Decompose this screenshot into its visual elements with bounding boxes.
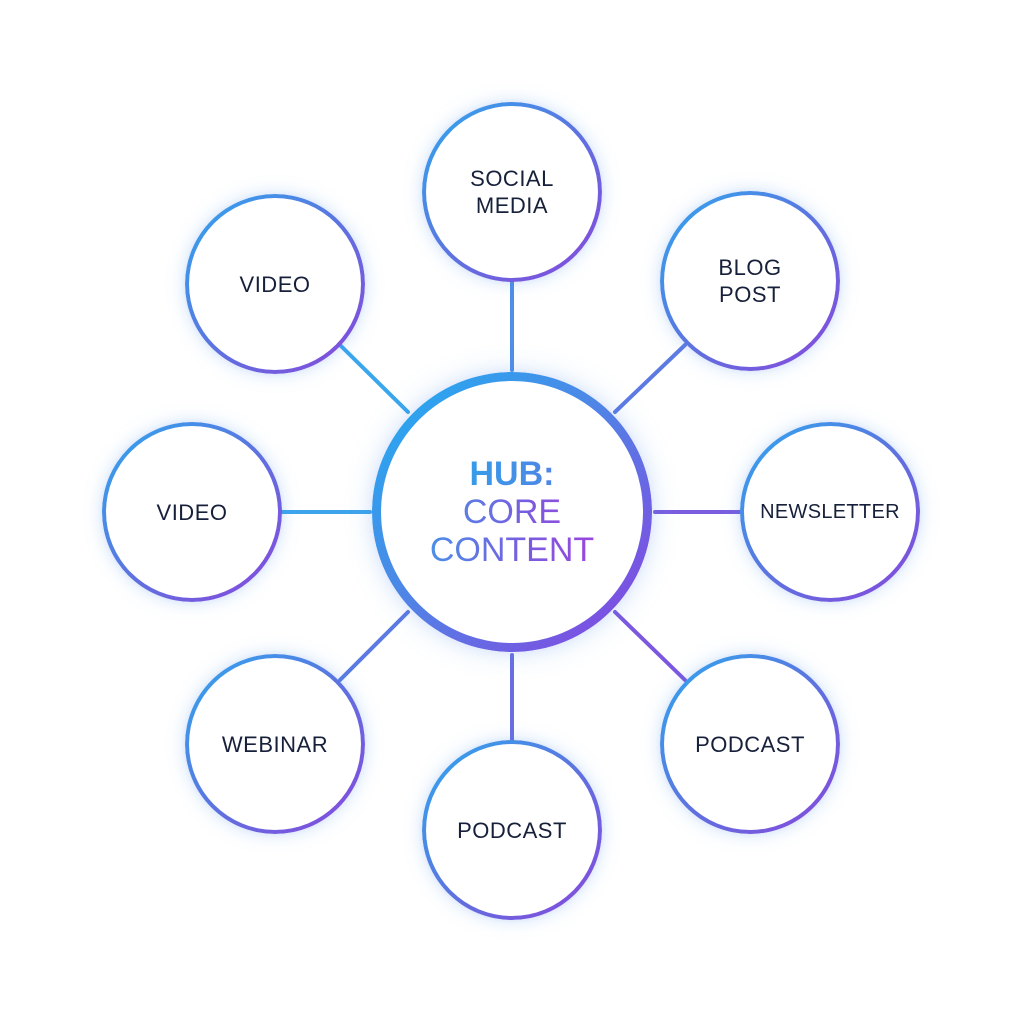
spoke-node-blog-post: BLOG POST xyxy=(664,195,836,367)
spoke-label: VIDEO xyxy=(156,499,228,525)
spoke-node-video-left: VIDEO xyxy=(106,426,278,598)
spoke-node-newsletter: NEWSLETTER xyxy=(744,426,916,598)
hub-subtitle: CORE CONTENT xyxy=(429,493,595,569)
spoke-node-video-top-left: VIDEO xyxy=(189,198,361,370)
connector-bottom-left xyxy=(338,610,410,682)
spoke-label: PODCAST xyxy=(457,817,567,843)
hub-node: HUB: CORE CONTENT xyxy=(381,381,643,643)
connector-top-left xyxy=(338,343,410,414)
connector-bottom-right xyxy=(613,610,687,682)
spoke-label: SOCIAL MEDIA xyxy=(470,166,554,218)
spoke-label: VIDEO xyxy=(239,271,311,297)
spoke-node-podcast-bottom: PODCAST xyxy=(426,744,598,916)
spoke-node-social-media: SOCIAL MEDIA xyxy=(426,106,598,278)
spoke-label: PODCAST xyxy=(695,731,805,757)
spoke-label: WEBINAR xyxy=(221,731,329,757)
spoke-label: BLOG POST xyxy=(718,255,782,307)
spoke-node-webinar: WEBINAR xyxy=(189,658,361,830)
spoke-label: NEWSLETTER xyxy=(760,500,900,523)
spoke-node-podcast-right: PODCAST xyxy=(664,658,836,830)
connector-top-right xyxy=(613,343,687,414)
hub-title: HUB: xyxy=(430,455,594,493)
